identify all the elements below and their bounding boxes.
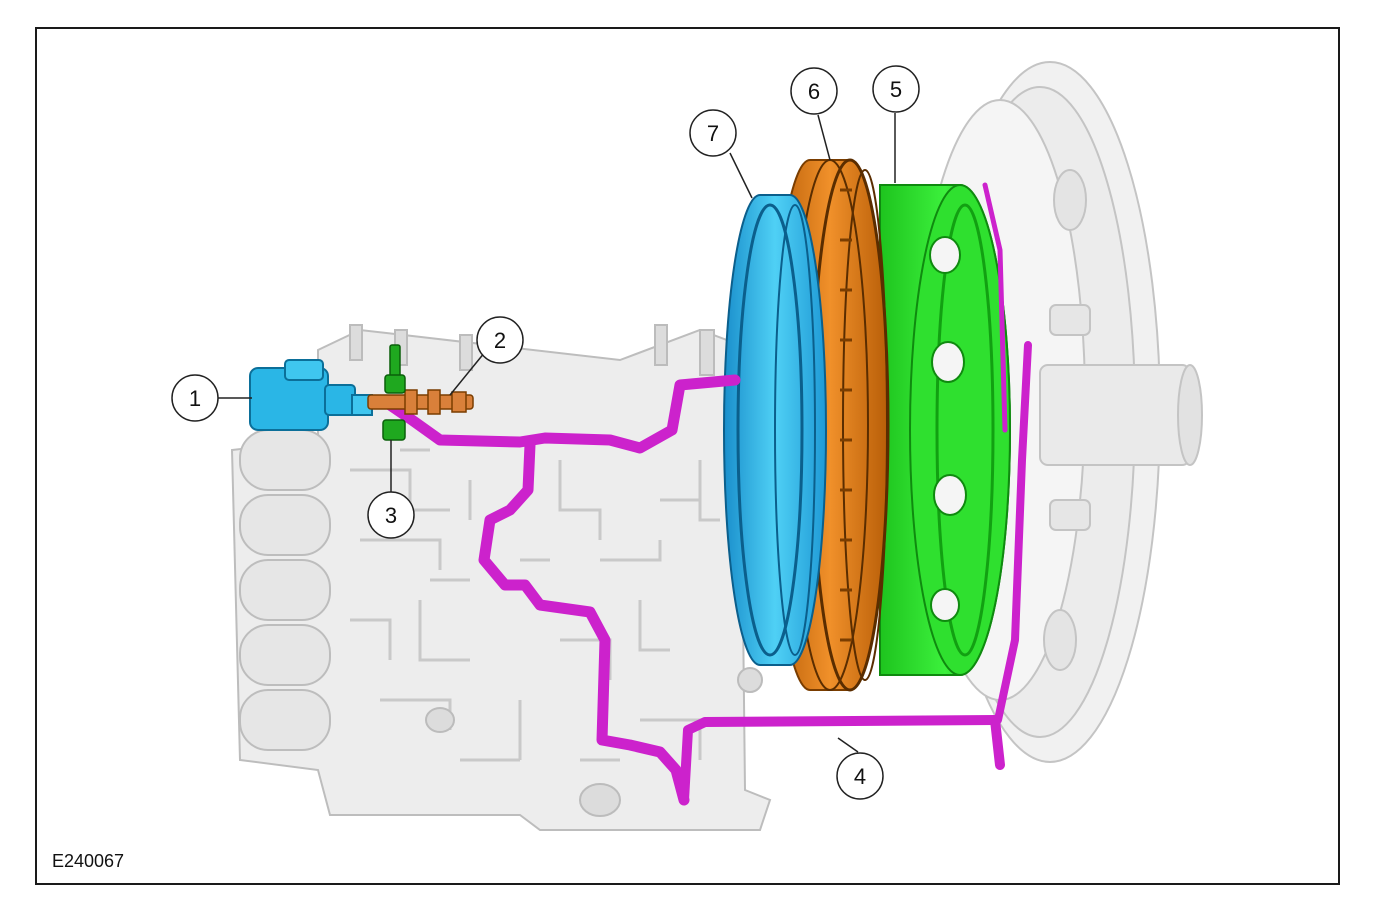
callout-7: 7	[689, 109, 737, 157]
svg-text:3: 3	[385, 503, 397, 528]
valve-stem	[382, 344, 406, 441]
callout-2: 2	[476, 316, 524, 364]
figure-id: E240067	[52, 851, 125, 871]
leader-4	[837, 737, 859, 753]
clutch-piston	[723, 194, 827, 666]
leader-lines	[218, 113, 896, 753]
leader-7	[729, 152, 753, 199]
solenoid-valve	[367, 389, 474, 415]
callout-6: 6	[790, 67, 838, 115]
svg-text:5: 5	[890, 77, 902, 102]
leader-2	[449, 351, 486, 396]
callout-1: 1	[171, 374, 219, 422]
svg-text:7: 7	[707, 121, 719, 146]
callout-4: 4	[836, 752, 884, 800]
clutch-drum	[879, 184, 1011, 676]
svg-text:2: 2	[494, 328, 506, 353]
callout-3: 3	[367, 491, 415, 539]
callout-5: 5	[872, 65, 920, 113]
leader-6	[817, 114, 831, 161]
electrical-connector	[249, 359, 373, 431]
svg-text:4: 4	[854, 764, 866, 789]
svg-text:6: 6	[808, 79, 820, 104]
svg-text:1: 1	[189, 386, 201, 411]
fluid-passage	[384, 182, 1032, 806]
